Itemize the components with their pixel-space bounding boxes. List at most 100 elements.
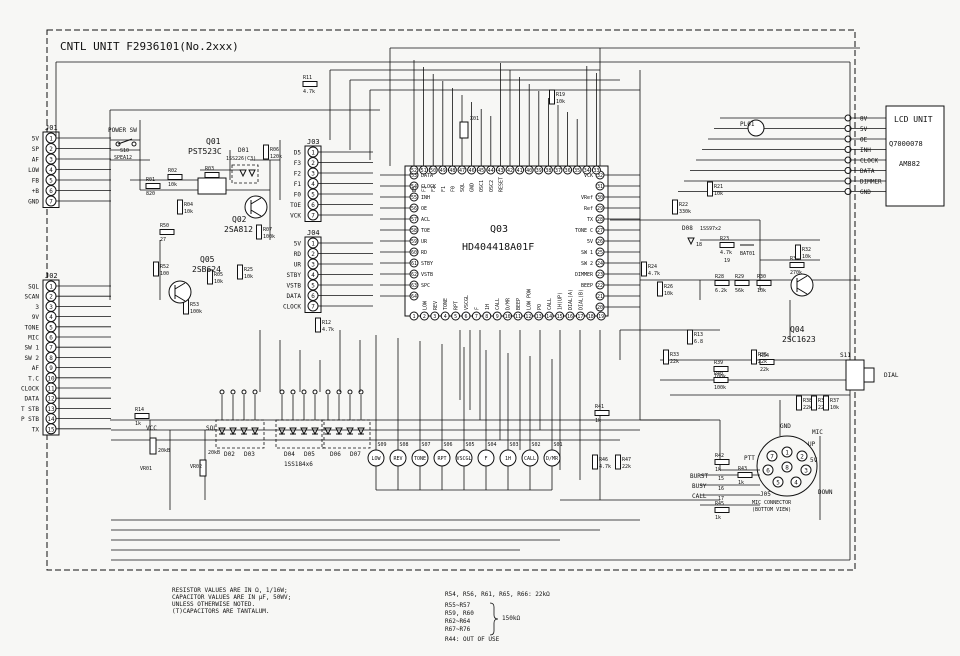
ic-pin-number: 58 [411,228,417,234]
resistor-ref: R26 [664,284,673,290]
transistor-ref: Q01 [206,137,221,146]
j04-pin-label: DATA [287,293,302,300]
ic-pin-number: 3 [433,314,436,320]
diode-symbol [311,427,319,436]
resistor-value: 4.7k [599,464,611,470]
j01-pin-label: AF [32,157,40,164]
j01-pin-number: 6 [49,188,53,195]
resistor [672,199,678,215]
resistor [707,181,713,197]
resistor-ref: R40 [714,371,723,377]
ic-pin-number: 39 [536,168,542,174]
j04-pin-label: UR [294,262,302,269]
resistor-ref: R12 [322,320,331,326]
diode-part: 1SS97x2 [700,226,721,232]
diode-ref: D05 [304,451,315,458]
resistor-ref: R34 [760,353,769,359]
resistor-value: 4.7k [322,327,334,333]
wiring [55,47,860,561]
note-right-group-1: R55~R57 [445,602,471,609]
mic-label: MIC [812,429,823,436]
ic-pin-label: SQL [460,183,466,192]
lcd-unit-code: Q7000078 [889,140,923,148]
lcd-pin-label: OE [860,137,868,144]
diode-symbol [289,427,297,436]
j01-pin-number: 7 [49,199,53,206]
resistor [823,395,829,411]
ic-pin [503,311,513,321]
resistor-value: 10k [830,405,839,411]
note-right-group-val: 150kΩ [502,615,520,622]
ic-pin-number: 43 [497,168,503,174]
ic-pin-label: LOW [422,300,428,310]
resistor [756,280,772,286]
mic-5v: 5V [810,457,818,464]
resistor-ref: R19 [556,92,565,98]
resistor-ref: R31 [790,256,799,262]
resistor [315,317,321,333]
lcd-unit-model: AM882 [899,160,920,168]
lcd-unit-title: LCD UNIT [894,115,933,124]
resistor-value: 1k [595,418,601,424]
resistor-ref: R39 [714,360,723,366]
resistor-ref: R24 [648,264,657,270]
ic-pin-number: 12 [525,314,531,320]
mic-pin [796,450,808,462]
ic-pin-label: VCK [584,173,593,179]
note-line-3: UNLESS OTHERWISE NOTED. [172,601,255,608]
resistor-ref: R07 [263,227,272,233]
ic-pin-label: STBY [421,261,433,267]
resistor-value: 10k [184,209,193,215]
ic-pin-number: 60 [411,250,417,256]
j02-pin-number: 7 [49,345,53,352]
switch-label: 1H [505,456,511,462]
transistor-q05 [168,280,192,304]
note-right-group-4: R67~R76 [445,626,471,633]
j01-ref: J01 [45,124,58,132]
resistor [594,410,610,416]
j02-pin-number: 4 [49,314,53,321]
transistor-q02 [244,195,268,219]
j04-pin-number: 1 [311,241,315,248]
j01-pin-label: SP [32,146,40,153]
j01-pin-number: 2 [49,146,53,153]
resistor-ref: R43 [738,466,747,472]
ic-pin [451,311,461,321]
ic-pin-label: Ref [584,206,593,212]
j04-pin-number: 5 [311,283,315,290]
switch-ref: S09 [377,442,386,448]
ic-pin-label: OSC1 [479,180,485,192]
ic-pin-number: 32 [597,173,603,179]
resistor-ref: R50 [160,223,169,229]
j03-pin-number: 2 [311,160,315,167]
resistor-ref: R37 [830,398,839,404]
mic-pin-number: 8 [785,465,789,472]
ic-pin [409,311,419,321]
resistor [663,349,669,365]
diode-ref: D06 [330,451,341,458]
mic-busy: BUSY [692,483,707,490]
diode-symbol [324,427,332,436]
note-right-group-3: R62~R64 [445,618,471,625]
mic-connector-outline [756,435,818,497]
ic-pin-label: INH [421,195,430,201]
resistor [737,472,753,478]
ic-pin-label: TOE [421,228,430,234]
line-number: 19 [724,258,730,264]
note-line-1: RESISTOR VALUES ARE IN Ω, 1/16W; [172,587,288,594]
resistor-value: 10k [757,288,766,294]
resistor-ref: R06 [270,147,279,153]
note-right-1: R54, R56, R61, R65, R66: 22kΩ [445,591,550,598]
lcd-pin-label: 8V [860,116,868,123]
resistor [734,280,750,286]
resistor-ref: R36 [818,398,827,404]
resistor [811,395,817,411]
j04-ref: J04 [307,229,320,237]
resistor-ref: R05 [214,272,223,278]
ic-pin-number: 59 [411,239,417,245]
ic-pin-number: 63 [411,283,417,289]
resistor [714,459,730,465]
resistor-value: 1k [738,480,744,486]
lamp-pl01 [747,119,765,137]
j03-pin-number: 4 [311,181,315,188]
